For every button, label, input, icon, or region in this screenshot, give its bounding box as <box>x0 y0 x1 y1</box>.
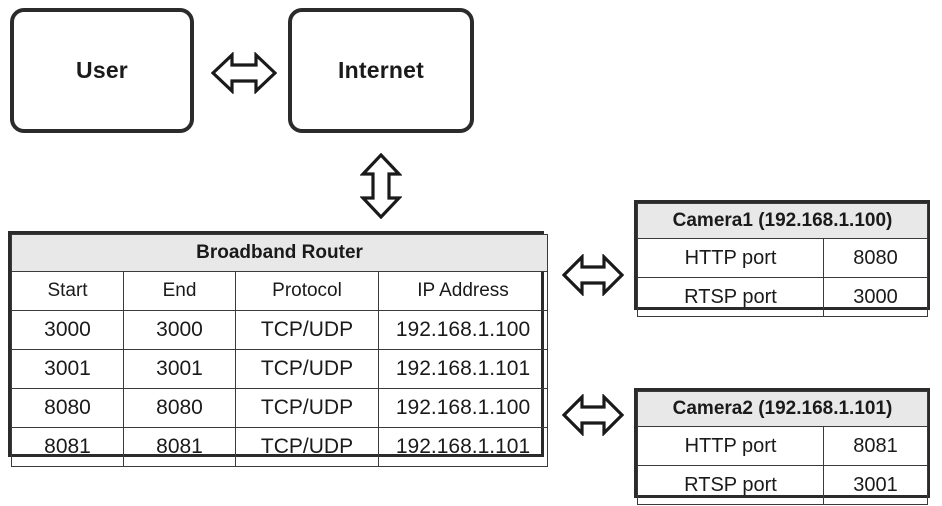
camera1-rtsp-port-label: RTSP port <box>637 277 824 317</box>
camera2-rtsp-port-label: RTSP port <box>637 465 824 505</box>
camera1-title-row: Camera1 (192.168.1.100) <box>637 203 928 239</box>
camera1-table: Camera1 (192.168.1.100) HTTP port 8080 R… <box>634 200 930 317</box>
cell-end: 8080 <box>123 388 236 428</box>
camera1-http-port-value: 8080 <box>823 238 928 278</box>
table-row: HTTP port 8080 <box>637 238 928 278</box>
cell-start: 3001 <box>11 349 124 389</box>
camera1-title: Camera1 (192.168.1.100) <box>637 203 928 239</box>
cell-protocol: TCP/UDP <box>235 427 379 467</box>
cell-end: 3001 <box>123 349 236 389</box>
router-camera1-arrow <box>562 254 624 296</box>
router-table-title-row: Broadband Router <box>10 234 549 272</box>
column-header-protocol: Protocol <box>235 271 379 311</box>
router-table-title: Broadband Router <box>10 234 549 272</box>
camera1-http-port-label: HTTP port <box>637 238 824 278</box>
table-row: 8080 8080 TCP/UDP 192.168.1.100 <box>11 388 549 428</box>
node-user-label: User <box>76 57 128 83</box>
table-row: 8081 8081 TCP/UDP 192.168.1.101 <box>11 427 549 467</box>
camera2-title-row: Camera2 (192.168.1.101) <box>637 391 928 427</box>
table-row: RTSP port 3001 <box>637 465 928 505</box>
cell-ip-address: 192.168.1.101 <box>377 427 549 467</box>
camera2-title: Camera2 (192.168.1.101) <box>637 391 928 427</box>
cell-end: 3000 <box>123 310 236 350</box>
router-table-header-row: Start End Protocol IP Address <box>11 271 549 311</box>
table-row: 3000 3000 TCP/UDP 192.168.1.100 <box>11 310 549 350</box>
camera2-table: Camera2 (192.168.1.101) HTTP port 8081 R… <box>634 388 930 505</box>
node-internet-label: Internet <box>338 57 424 83</box>
cell-start: 8081 <box>11 427 124 467</box>
table-row: 3001 3001 TCP/UDP 192.168.1.101 <box>11 349 549 389</box>
broadband-router-table: Broadband Router Start End Protocol IP A… <box>8 231 549 467</box>
internet-router-arrow <box>360 153 402 219</box>
table-row: HTTP port 8081 <box>637 426 928 466</box>
cell-protocol: TCP/UDP <box>235 349 379 389</box>
camera2-http-port-value: 8081 <box>823 426 928 466</box>
cell-end: 8081 <box>123 427 236 467</box>
node-internet: Internet <box>288 8 474 133</box>
camera2-http-port-label: HTTP port <box>637 426 824 466</box>
camera1-rtsp-port-value: 3000 <box>823 277 928 317</box>
router-camera2-arrow <box>562 394 624 436</box>
cell-start: 8080 <box>11 388 124 428</box>
cell-protocol: TCP/UDP <box>235 310 379 350</box>
column-header-ip-address: IP Address <box>377 271 549 311</box>
table-row: RTSP port 3000 <box>637 277 928 317</box>
cell-ip-address: 192.168.1.101 <box>377 349 549 389</box>
column-header-start: Start <box>11 271 124 311</box>
node-user: User <box>10 8 194 133</box>
user-internet-arrow <box>211 52 277 94</box>
camera2-rtsp-port-value: 3001 <box>823 465 928 505</box>
cell-ip-address: 192.168.1.100 <box>377 388 549 428</box>
column-header-end: End <box>123 271 236 311</box>
cell-start: 3000 <box>11 310 124 350</box>
cell-protocol: TCP/UDP <box>235 388 379 428</box>
cell-ip-address: 192.168.1.100 <box>377 310 549 350</box>
